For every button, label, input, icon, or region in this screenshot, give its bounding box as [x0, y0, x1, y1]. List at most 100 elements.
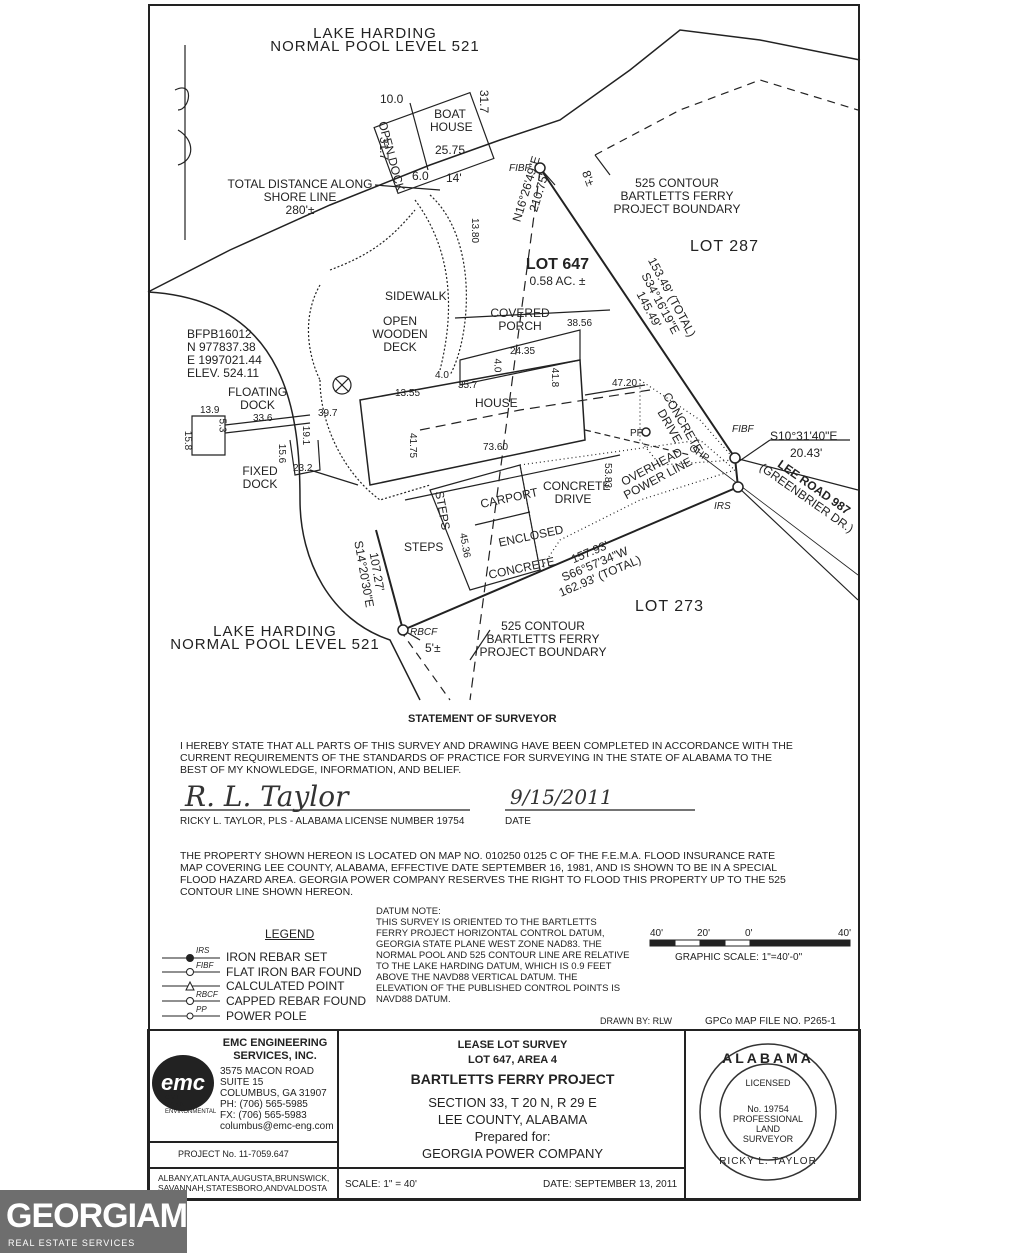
- statement-title: STATEMENT OF SURVEYOR: [408, 713, 557, 725]
- scale-tick: 40': [650, 928, 664, 939]
- lot-287-label: LOT 287: [690, 238, 759, 255]
- floating-dock: [191, 415, 226, 456]
- shoreline-west: [147, 291, 421, 701]
- project-number: PROJECT No. 11-7059.647: [178, 1149, 289, 1159]
- dim-label: 24.35: [510, 346, 536, 357]
- dim-label: 14': [446, 171, 462, 185]
- legend-item-irs: IRON REBAR SET: [226, 950, 328, 964]
- pp-marker: [641, 427, 651, 437]
- title-line-5: LEE COUNTY, ALABAMA: [437, 1112, 588, 1127]
- rbcf-marker: [397, 624, 409, 636]
- legend-item-fibf: FLAT IRON BAR FOUND: [226, 965, 362, 979]
- dim-label: 39.7: [318, 408, 338, 419]
- steps-label-2: STEPS: [404, 540, 444, 554]
- dim-label: 33.6: [253, 413, 273, 424]
- title-date: DATE: SEPTEMBER 13, 2011: [543, 1179, 678, 1190]
- dim-label: 41.8: [549, 367, 561, 388]
- dim-label: 6.0: [412, 169, 429, 183]
- date-label: DATE: [505, 816, 531, 827]
- dim-label: 53.83: [602, 462, 614, 489]
- dim-label: 15.6: [276, 443, 288, 464]
- title-line-4: SECTION 33, T 20 N, R 29 E: [428, 1095, 597, 1110]
- lot-273-label: LOT 273: [635, 598, 704, 615]
- fibf-label: FIBF: [509, 163, 531, 174]
- rbcf-label: RBCF: [410, 627, 438, 638]
- drawn-by: DRAWN BY: RLW: [600, 1016, 673, 1026]
- signer-line: RICKY L. TAYLOR, PLS - ALABAMA LICENSE N…: [180, 816, 465, 827]
- fibf-top-marker: [534, 162, 546, 174]
- dim-label: 25.75: [435, 143, 466, 157]
- title-line-6: Prepared for:: [474, 1129, 551, 1144]
- graphic-scale-bar: [649, 939, 851, 947]
- watermark-main: GEORGIAMLS: [6, 1197, 229, 1235]
- georgia-mls-watermark: GEORGIAMLS REAL ESTATE SERVICES: [0, 1190, 229, 1253]
- legend-item-pp: POWER POLE: [226, 1009, 307, 1023]
- dim-label: 5.3: [216, 418, 228, 433]
- contour-top: [594, 79, 859, 156]
- signature-date: 9/15/2011: [510, 785, 613, 809]
- seal-licensed: LICENSED: [745, 1078, 791, 1088]
- lot-647-label: LOT 647 0.58 AC. ±: [525, 256, 590, 288]
- dim-label: 31.7: [477, 89, 492, 114]
- dim-label: 10.0: [380, 92, 404, 106]
- sidewalk-label: SIDEWALK: [385, 289, 447, 303]
- dim-label: 38.56: [567, 318, 593, 329]
- legend-item-calc: CALCULATED POINT: [226, 979, 345, 993]
- datum-note: DATUM NOTE:THIS SURVEY IS ORIENTED TO TH…: [376, 906, 630, 1005]
- title-line-3: BARTLETTS FERRY PROJECT: [410, 1071, 615, 1087]
- dim-label: 19.1: [300, 425, 312, 446]
- company-offices: ALBANY,ATLANTA,AUGUSTA,BRUNSWICK,SAVANNA…: [158, 1173, 330, 1193]
- legend-title: LEGEND: [265, 927, 315, 941]
- statement-body: I HEREBY STATE THAT ALL PARTS OF THIS SU…: [180, 740, 793, 776]
- irs-label: IRS: [714, 501, 731, 512]
- legend-tag: FIBF: [196, 961, 214, 970]
- legend-tag: IRS: [196, 946, 210, 955]
- dim-label: 31.7: [377, 136, 392, 161]
- legend-symbols: [162, 954, 220, 1020]
- emc-logo: emc: [152, 1055, 214, 1111]
- dim-label: 41.75: [407, 432, 419, 459]
- monuments: [397, 162, 744, 636]
- shoreline-top: [147, 29, 861, 293]
- dim-label: 47.20: [612, 378, 638, 389]
- sidewalk-path: [414, 194, 467, 376]
- irs-marker: [732, 481, 744, 493]
- contour-bottom: [399, 629, 451, 701]
- house-label: HOUSE: [475, 396, 518, 410]
- seal-name: RICKY L. TAYLOR: [719, 1156, 817, 1167]
- dim-label: 73.60: [483, 442, 509, 453]
- dim-label: 35.7: [458, 380, 478, 391]
- scale-label: GRAPHIC SCALE: 1"=40'-0": [675, 952, 803, 963]
- dim-label: 13.9: [200, 405, 220, 416]
- title-scale: SCALE: 1" = 40': [345, 1179, 417, 1190]
- dim-label: 4.0: [435, 370, 449, 381]
- seal-state: ALABAMA: [722, 1050, 814, 1066]
- pp-label: PP: [630, 428, 644, 439]
- surveyor-signature: R. L. Taylor: [185, 780, 349, 813]
- scale-tick: 0': [745, 928, 753, 939]
- title-line-1: LEASE LOT SURVEY: [457, 1039, 568, 1051]
- boat-house: [373, 91, 495, 195]
- legend-tag: PP: [196, 1005, 207, 1014]
- flood-note: THE PROPERTY SHOWN HEREON IS LOCATED ON …: [180, 850, 786, 898]
- bearing-road: S10°31'40"E: [770, 429, 838, 443]
- legend-item-rbcf: CAPPED REBAR FOUND: [226, 994, 367, 1008]
- title-line-7: GEORGIA POWER COMPANY: [421, 1146, 604, 1161]
- scale-tick: 40': [838, 928, 852, 939]
- dim-label: 15.8: [182, 430, 194, 451]
- fibf-right-marker: [729, 452, 741, 464]
- offset-label: 5'±: [425, 641, 441, 655]
